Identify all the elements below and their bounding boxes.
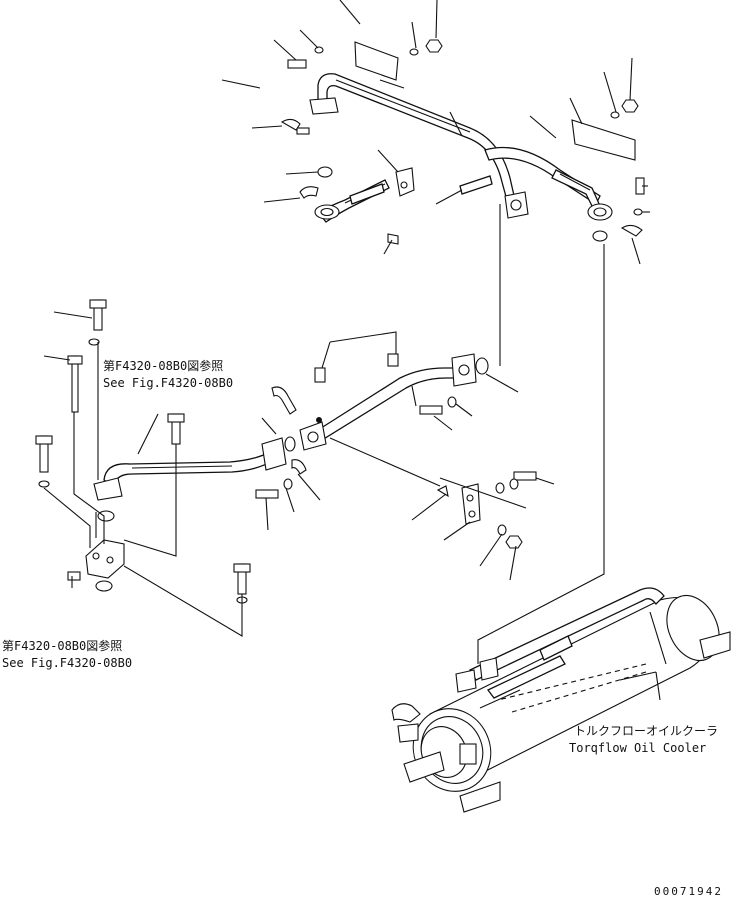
leader-lines-upper (221, 0, 650, 265)
middle-pipe-assembly (35, 299, 537, 604)
cooler-connection-line (477, 244, 605, 664)
cooler-label-jp: トルクフローオイルクーラ (574, 724, 718, 738)
ref-lower-jp: 第F4320-08B0図参照 (2, 638, 122, 653)
upper-pipe-assembly (280, 39, 645, 245)
cooler-label-en: Torqflow Oil Cooler (569, 741, 706, 755)
ref-lower-en: See Fig.F4320-08B0 (2, 656, 132, 670)
ref-upper-jp: 第F4320-08B0図参照 (103, 358, 223, 373)
oil-cooler (391, 587, 731, 813)
drawing-number: 00071942 (654, 885, 723, 898)
leader-lines-middle (43, 204, 555, 637)
ref-upper-en: See Fig.F4320-08B0 (103, 376, 233, 390)
